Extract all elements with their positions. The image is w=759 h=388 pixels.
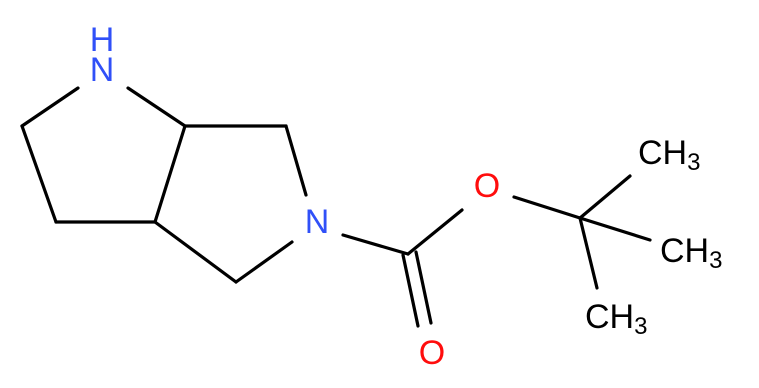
bonds xyxy=(20,86,652,328)
ch3-top-sub: 3 xyxy=(687,149,700,176)
bond-carbonyl-double-b xyxy=(414,250,433,325)
bond-cq-ch3-mid xyxy=(578,216,652,242)
bond-n-c4 xyxy=(234,240,294,284)
atom-o-carbonyl-label: O xyxy=(419,334,445,372)
ch3-top-label: CH3 xyxy=(638,134,700,176)
atom-n-ring-label: N xyxy=(305,203,330,241)
ch3-mid-label: CH3 xyxy=(660,232,722,274)
bond-c6-n xyxy=(284,124,308,197)
atom-nh-label: N xyxy=(90,51,115,89)
atom-o-ester-label: O xyxy=(474,167,500,205)
bond-c2-c3 xyxy=(20,124,58,224)
bond-oester-cq xyxy=(512,195,582,220)
atom-labels: H N N O O CH3 CH3 CH3 xyxy=(90,21,723,372)
bond-cq-ch3-bot xyxy=(578,216,599,290)
bond-cq-ch3-top xyxy=(578,174,632,220)
atom-h-label: H xyxy=(90,21,115,59)
bond-carbonyl-double-a xyxy=(401,253,420,328)
ch3-mid-sub: 3 xyxy=(709,247,722,274)
bond-c3a-c6a xyxy=(153,124,187,224)
ch3-bot-sub: 3 xyxy=(634,313,647,340)
bond-ccarbonyl-oester xyxy=(406,208,464,256)
ch3-bot-label: CH3 xyxy=(585,298,647,340)
ch3-top-main: CH xyxy=(638,134,687,172)
ch3-mid-main: CH xyxy=(660,232,709,270)
bond-c4-c3a xyxy=(153,220,238,284)
bond-n-ccarbonyl xyxy=(341,233,410,256)
bond-c6a-nh xyxy=(126,86,187,128)
ch3-bot-main: CH xyxy=(585,298,634,336)
bond-nh-c2 xyxy=(20,86,80,128)
